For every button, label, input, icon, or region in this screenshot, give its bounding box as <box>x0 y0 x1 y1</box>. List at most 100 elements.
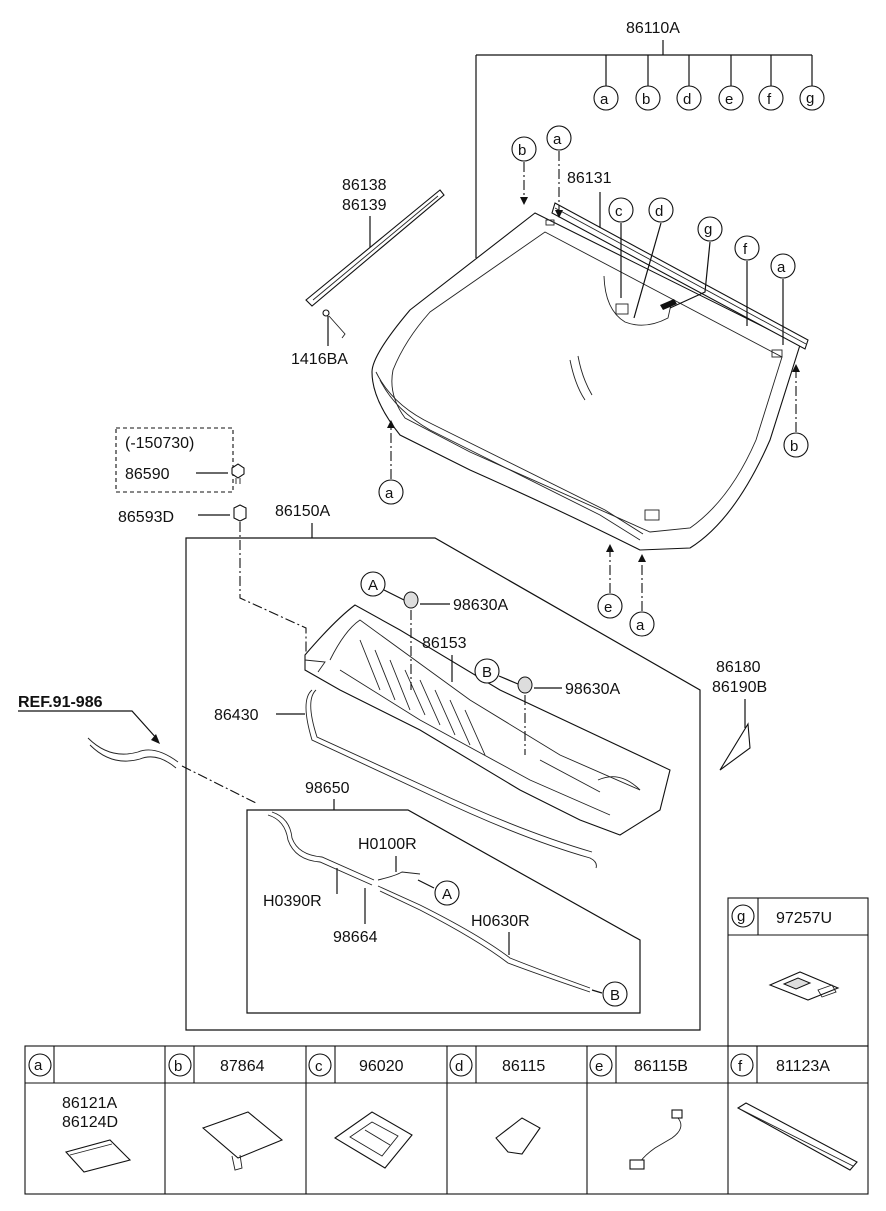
retainer-86590 <box>231 463 245 484</box>
part-81123A <box>736 1102 858 1171</box>
nozzle-top <box>403 591 419 609</box>
callout-B-nozzle: B <box>474 658 500 684</box>
label-86430: 86430 <box>214 707 259 724</box>
svg-text:b: b <box>790 438 798 455</box>
svg-text:f: f <box>767 91 772 108</box>
svg-text:a: a <box>385 485 394 502</box>
label-H0630R: H0630R <box>471 913 530 930</box>
label-86153: 86153 <box>422 635 467 652</box>
svg-text:d: d <box>655 203 663 220</box>
svg-text:B: B <box>610 987 620 1004</box>
legend-g-letter: g <box>737 908 745 925</box>
label-86139: 86139 <box>342 197 387 214</box>
legend-e-letter: e <box>595 1058 603 1075</box>
callout-d-windshield: d <box>648 197 674 223</box>
label-86593D: 86593D <box>118 509 174 526</box>
label-86180: 86180 <box>716 659 761 676</box>
label-date-note: (-150730) <box>125 435 194 452</box>
part-86115B <box>629 1109 683 1170</box>
label-H0390R: H0390R <box>263 893 322 910</box>
clip-1416BA <box>322 309 346 339</box>
hose-assembly-frame <box>246 809 641 1014</box>
retainer-86593D <box>233 504 247 522</box>
upper-molding <box>551 202 809 350</box>
callout-b-windshield-right: b <box>783 432 809 458</box>
legend-a-letter: a <box>34 1057 43 1074</box>
callout-b-windshield-left: b <box>511 136 537 162</box>
callout-c-windshield: c <box>608 197 634 223</box>
label-86110A: 86110A <box>626 20 680 37</box>
callout-row-86110A: a b d e f g <box>593 85 825 111</box>
svg-text:e: e <box>604 599 612 616</box>
label-86190B: 86190B <box>712 679 767 696</box>
label-86138: 86138 <box>342 177 387 194</box>
cowl-assembly-frame <box>185 537 701 1031</box>
callout-a-windshield-top: a <box>546 125 572 151</box>
svg-text:d: d <box>683 91 691 108</box>
callout-e-top: e <box>718 85 744 111</box>
legend-b-part: 87864 <box>220 1058 265 1075</box>
svg-text:a: a <box>553 131 562 148</box>
label-86131: 86131 <box>567 170 612 187</box>
label-86590: 86590 <box>125 466 170 483</box>
callout-e-windshield: e <box>597 593 623 619</box>
legend-f-letter: f <box>738 1058 743 1075</box>
label-86150A: 86150A <box>275 503 330 520</box>
label-1416BA: 1416BA <box>291 351 348 368</box>
svg-text:c: c <box>615 203 623 220</box>
svg-text:B: B <box>482 664 492 681</box>
deflector <box>719 722 751 771</box>
legend-d-part: 86115 <box>502 1058 545 1075</box>
svg-text:b: b <box>518 142 526 159</box>
svg-text:a: a <box>777 259 786 276</box>
svg-text:f: f <box>743 241 748 258</box>
legend-table: a 86121A 86124D b 87864 c 96020 d 86115 … <box>24 1045 869 1195</box>
legend-f-part: 81123A <box>776 1058 830 1075</box>
callout-g-windshield: g <box>697 216 723 242</box>
callout-d-top: d <box>676 85 702 111</box>
label-98664: 98664 <box>333 929 378 946</box>
label-98630A-top: 98630A <box>453 597 508 614</box>
label-98630A-bottom: 98630A <box>565 681 620 698</box>
callout-a-top: a <box>593 85 619 111</box>
legend-c-part: 96020 <box>359 1058 404 1075</box>
callout-b-top: b <box>635 85 661 111</box>
callout-f-windshield: f <box>734 235 760 261</box>
washer-hoses <box>267 811 591 993</box>
date-note-box <box>115 427 234 493</box>
svg-text:g: g <box>806 90 814 107</box>
legend-a-part-2: 86124D <box>62 1114 118 1131</box>
svg-text:a: a <box>600 91 609 108</box>
label-98650: 98650 <box>305 780 350 797</box>
legend-b-letter: b <box>174 1058 182 1075</box>
callout-B-hose: B <box>602 981 628 1007</box>
part-96020 <box>333 1111 413 1169</box>
nozzle-bottom <box>517 676 533 694</box>
callout-a-windshield-right: a <box>770 253 796 279</box>
svg-text:b: b <box>642 91 650 108</box>
ref-hose <box>87 737 179 769</box>
legend-a-part-1: 86121A <box>62 1095 117 1112</box>
svg-text:e: e <box>725 91 733 108</box>
bracket-97257U <box>768 971 840 1001</box>
leader-86110A <box>475 40 813 258</box>
callout-g-top: g <box>799 85 825 111</box>
label-ref-91-986: REF.91-986 <box>18 694 103 711</box>
part-86121A <box>64 1139 132 1173</box>
callout-A-hose: A <box>434 880 460 906</box>
cowl-panel <box>304 604 671 836</box>
legend-e-part: 86115B <box>634 1058 688 1075</box>
callout-A-nozzle: A <box>360 571 386 597</box>
legend-d-letter: d <box>455 1058 463 1075</box>
legend-c-letter: c <box>315 1058 323 1075</box>
legend-g-part: 97257U <box>776 910 832 927</box>
callout-f-top: f <box>758 85 784 111</box>
svg-text:A: A <box>368 577 378 594</box>
side-molding <box>305 189 445 307</box>
weatherstrip <box>305 689 597 869</box>
svg-text:A: A <box>442 886 452 903</box>
svg-text:a: a <box>636 617 645 634</box>
part-86115 <box>495 1117 541 1155</box>
